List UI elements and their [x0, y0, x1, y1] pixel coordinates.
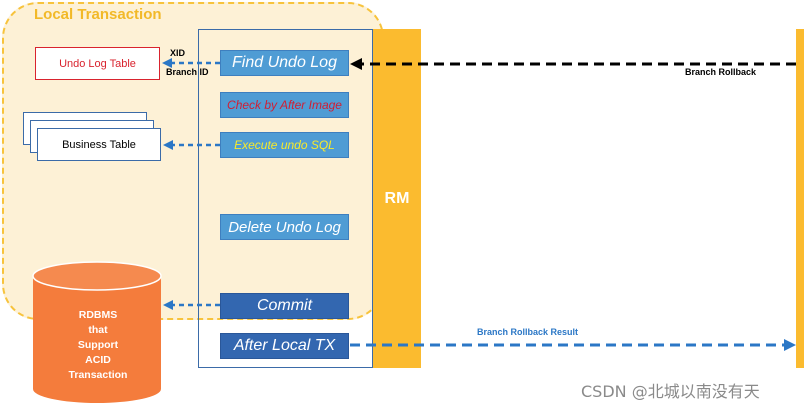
database-label: RDBMS that Support ACID Transaction	[38, 308, 158, 383]
local-transaction-title: Local Transaction	[34, 6, 162, 23]
commit-arrow	[163, 300, 220, 310]
branch-rollback-result-arrow	[350, 339, 796, 351]
rm-label: RM	[384, 189, 410, 207]
database-cylinder	[32, 261, 162, 403]
check-after-image-step: Check by After Image	[220, 92, 349, 118]
database-label-line: that	[88, 324, 108, 336]
undo-log-table: Undo Log Table	[35, 47, 160, 80]
undo-log-table-label: Undo Log Table	[59, 57, 136, 70]
find-undo-log-step: Find Undo Log	[220, 50, 349, 76]
branch-rollback-result-label: Branch Rollback Result	[477, 327, 579, 337]
business-table: Business Table	[37, 128, 161, 161]
branch-rollback-arrow	[350, 58, 796, 70]
branch-id-label: Branch ID	[166, 67, 209, 77]
execute-undo-sql-step: Execute undo SQL	[220, 132, 349, 158]
after-local-tx-step: After Local TX	[220, 333, 349, 359]
undo-log-lookup-arrow	[162, 58, 220, 68]
tc-bar	[796, 29, 804, 368]
execute-undo-sql-arrow	[163, 140, 220, 150]
database-label-line: ACID	[85, 354, 111, 366]
delete-undo-log-step: Delete Undo Log	[220, 214, 349, 240]
xid-label: XID	[170, 48, 186, 58]
csdn-watermark: CSDN @北城以南没有天	[581, 382, 760, 401]
rm-steps-panel	[198, 29, 373, 368]
business-table-label: Business Table	[62, 138, 136, 151]
rm-bar: RM	[373, 29, 421, 368]
database-label-line: RDBMS	[78, 309, 118, 321]
database-label-line: Support	[77, 339, 119, 351]
branch-rollback-label: Branch Rollback	[685, 67, 757, 77]
commit-step: Commit	[220, 293, 349, 319]
database-label-line: Transaction	[68, 369, 128, 381]
